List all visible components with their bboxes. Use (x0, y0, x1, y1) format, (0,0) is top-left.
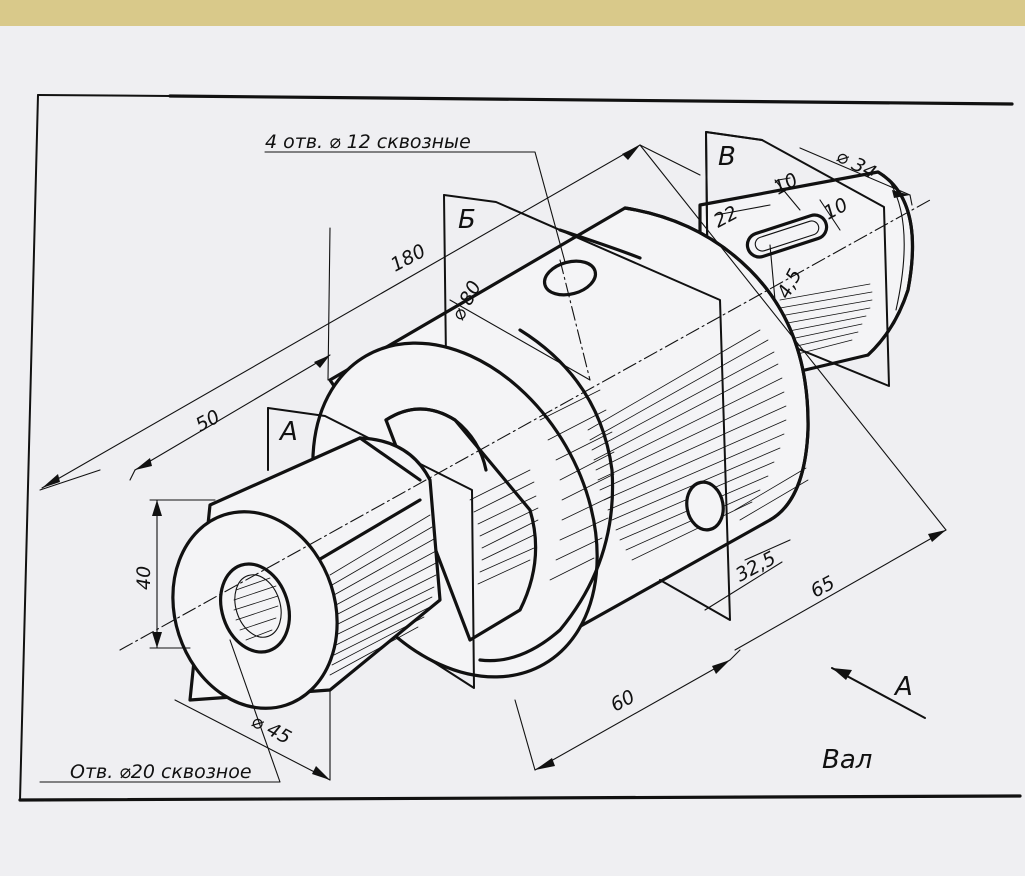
dim-left-shaft-length: 50 (192, 406, 224, 437)
callout-through-hole: Отв. ⌀20 сквозное (70, 761, 252, 783)
radial-holes (542, 259, 725, 532)
dim-overall-length: 180 (387, 240, 429, 276)
section-label-a: A (278, 417, 298, 447)
dim-length-60: 60 (607, 686, 639, 717)
left-end-face (171, 510, 339, 710)
section-plane-b (443, 194, 731, 621)
center-axis (119, 199, 931, 651)
key-slot (745, 213, 829, 259)
section-plane-a (267, 407, 475, 689)
section-label-v: В (718, 142, 736, 172)
view-arrow-label: A (893, 672, 913, 702)
drawing-labels: 4 отв. ⌀ 12 сквозные Отв. ⌀20 сквозное 1… (70, 131, 913, 783)
drawing-frame (18, 94, 1022, 802)
view-arrow (831, 667, 926, 719)
dim-diameter-45: ⌀ 45 (248, 710, 295, 749)
section-label-b: Б (458, 205, 476, 235)
hole-axis (559, 259, 591, 381)
dimension-lines (39, 144, 947, 783)
dim-square-size: 40 (133, 566, 155, 590)
callout-four-holes: 4 отв. ⌀ 12 сквозные (265, 131, 471, 153)
dim-offset-32-5: 32,5 (732, 547, 780, 586)
dim-length-65: 65 (807, 572, 839, 603)
arrowheads (42, 145, 946, 780)
drawing-title: Вал (822, 745, 872, 775)
